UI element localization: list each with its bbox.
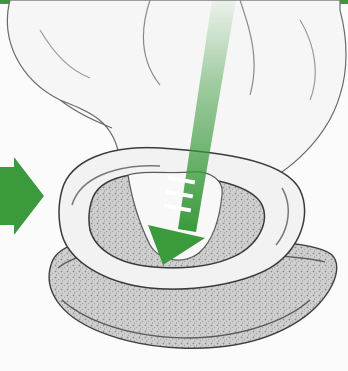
arrow-right-icon [0, 157, 44, 235]
